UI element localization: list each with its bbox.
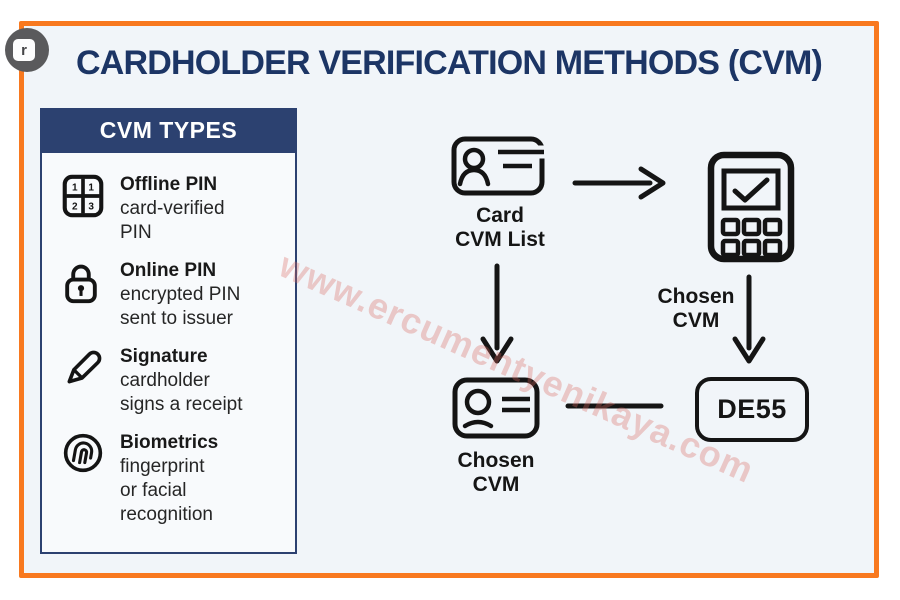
terminal-icon [707,151,795,263]
svg-text:1: 1 [88,183,94,194]
pen-icon [62,345,108,388]
cvm-type-desc: cardholder signs a receipt [120,370,243,415]
cvm-type-desc: fingerprint or facial recognition [120,456,213,525]
cvm-type-offline-pin: 1 1 2 3 Offline PIN card-verified PIN [62,173,289,245]
pin-pad-icon: 1 1 2 3 [62,173,108,218]
cvm-type-biometrics: Biometrics fingerprint or facial recogni… [62,431,289,527]
cvm-type-title: Online PIN [120,260,217,281]
badge-letter: r [13,39,35,61]
de55-box: DE55 [695,377,809,442]
page-title: CARDHOLDER VERIFICATION METHODS (CVM) [75,44,823,82]
chosen-cvm-card-icon [452,377,540,439]
corner-logo-badge: r [5,28,49,72]
cvm-type-desc: encrypted PIN sent to issuer [120,284,241,329]
cvm-type-text: Biometrics fingerprint or facial recogni… [108,431,289,527]
cvm-type-text: Online PIN encrypted PIN sent to issuer [108,259,289,331]
cvm-type-title: Biometrics [120,432,219,453]
terminal-chosen-cvm-label: Chosen CVM [657,285,735,332]
svg-text:3: 3 [88,202,94,213]
card-cvm-list-icon [451,136,545,196]
card-cvm-list-label: Card CVM List [455,204,545,251]
cvm-types-list: 1 1 2 3 Offline PIN card-verified PIN [40,153,297,554]
cvm-types-panel: CVM TYPES 1 1 2 3 Offline PIN c [40,108,297,554]
cvm-type-desc: card-verified PIN [120,198,225,243]
cvm-type-text: Signature cardholder signs a receipt [108,345,289,417]
chosen-cvm-card-label: Chosen CVM [457,449,535,496]
padlock-icon [62,259,108,306]
svg-text:2: 2 [72,202,78,213]
cvm-types-header: CVM TYPES [40,108,297,153]
cvm-type-online-pin: Online PIN encrypted PIN sent to issuer [62,259,289,331]
cvm-type-title: Signature [120,346,208,367]
fingerprint-icon [62,431,108,474]
cvm-type-text: Offline PIN card-verified PIN [108,173,289,245]
cvm-type-signature: Signature cardholder signs a receipt [62,345,289,417]
svg-text:1: 1 [72,183,78,194]
cvm-type-title: Offline PIN [120,174,218,195]
